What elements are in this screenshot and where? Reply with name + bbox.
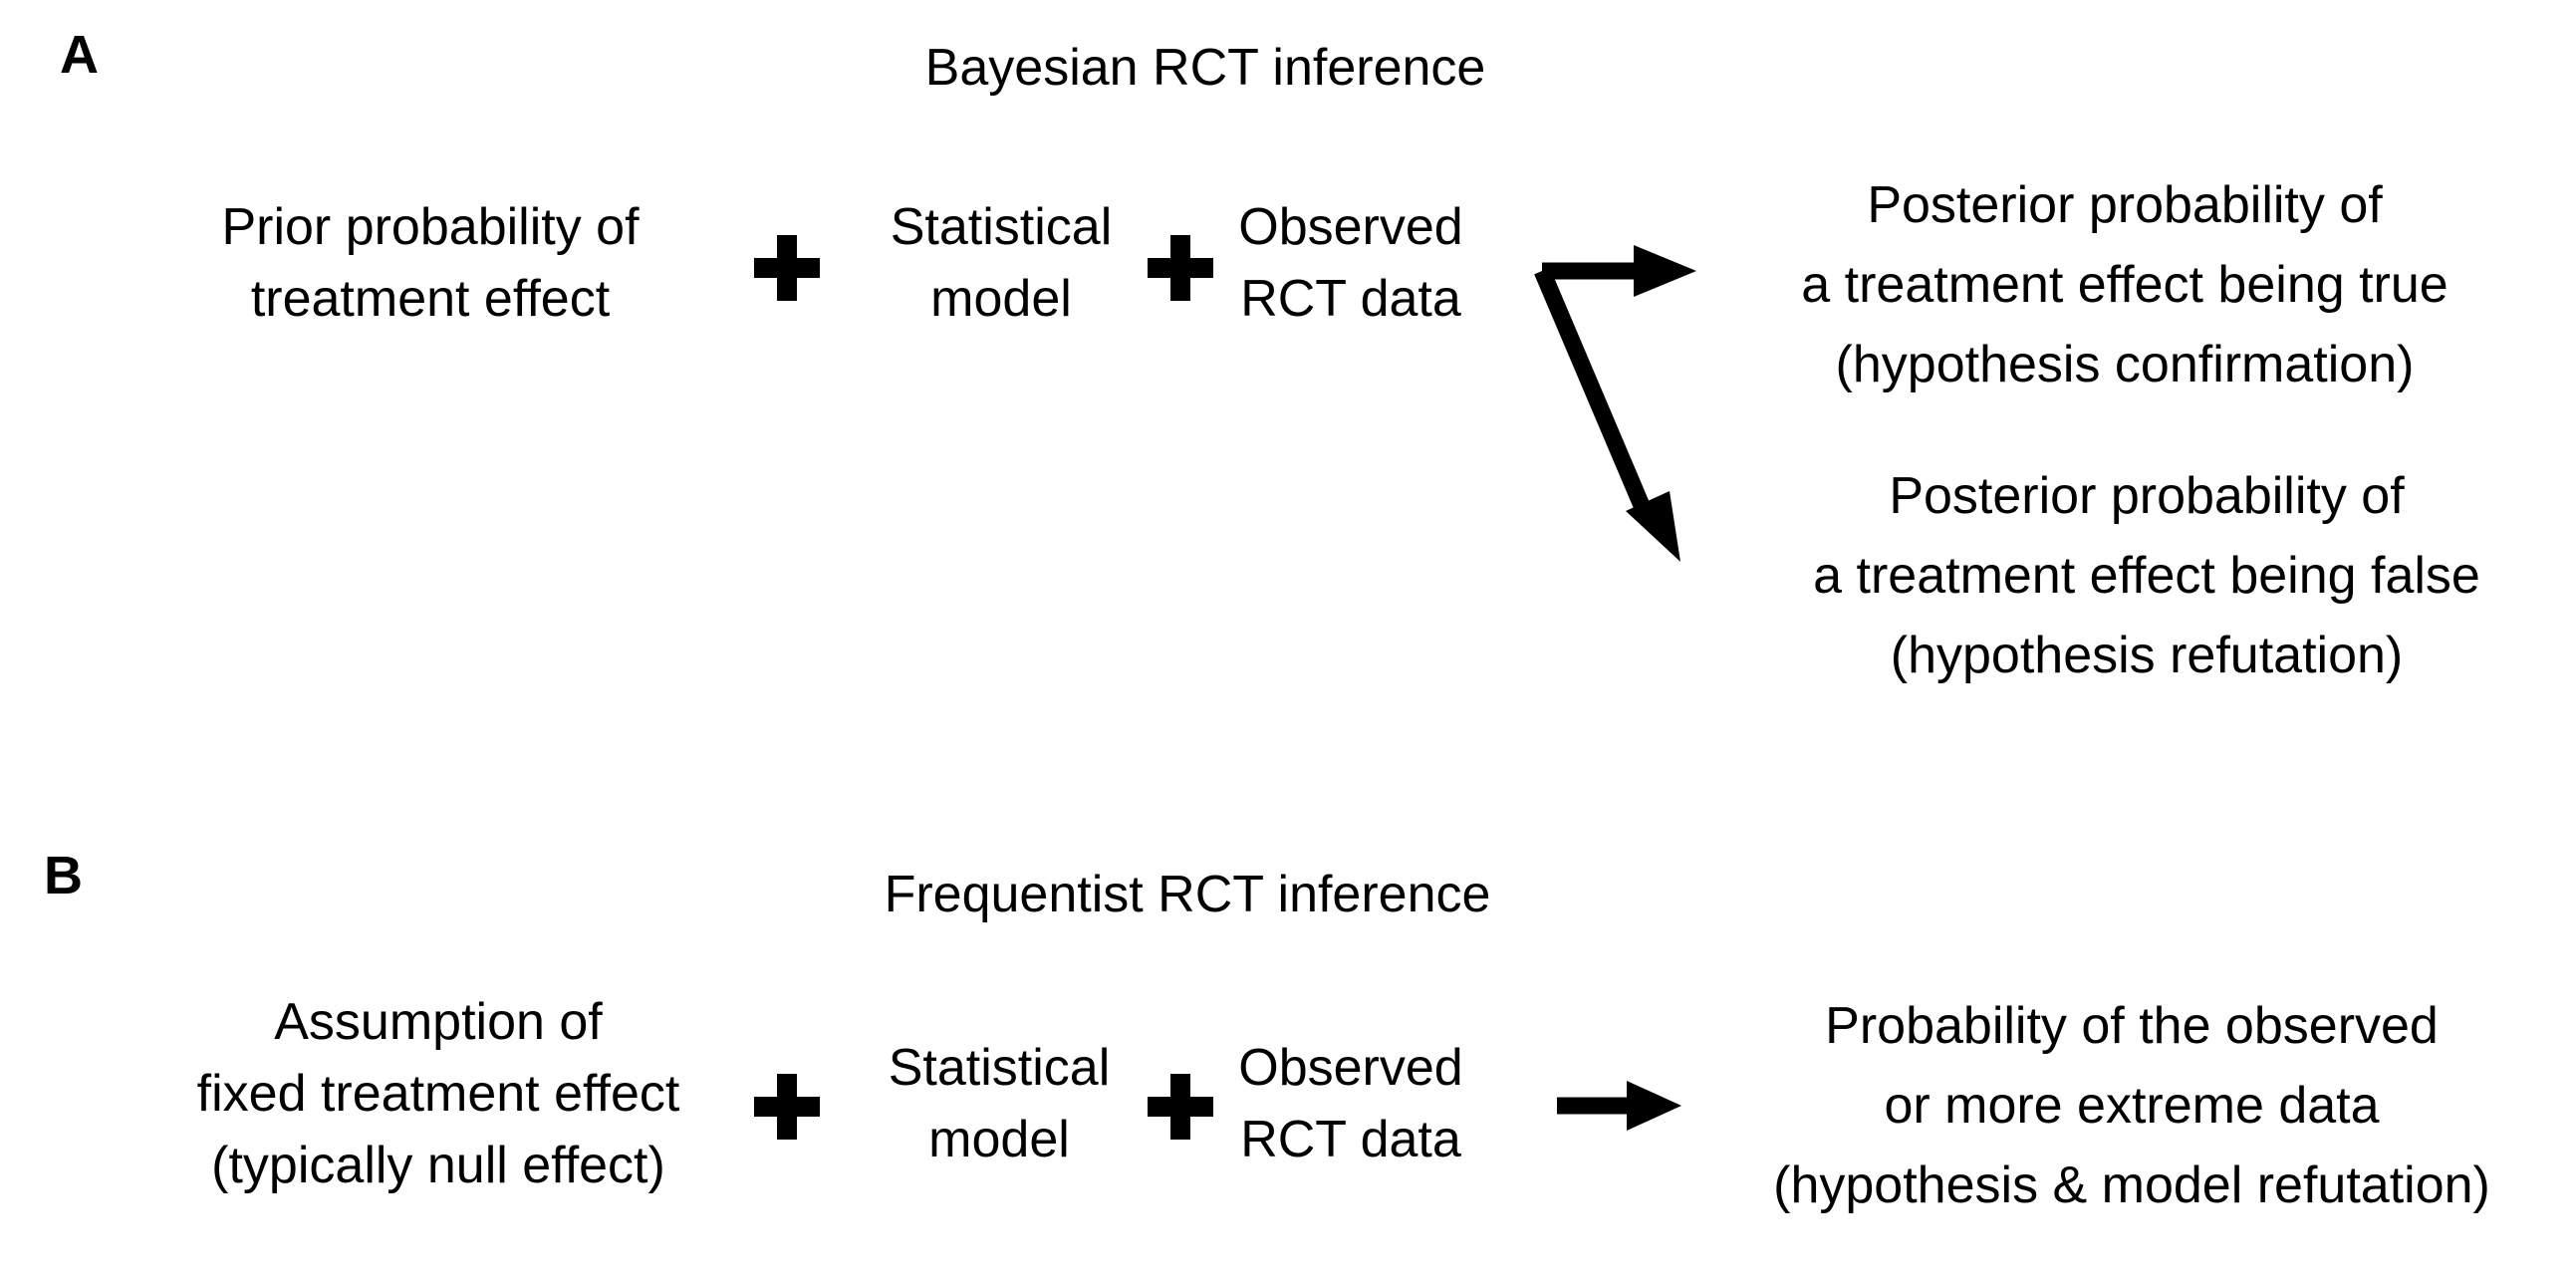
plus-icon <box>754 1074 820 1140</box>
plus-icon-vertical-bar <box>1170 1074 1190 1140</box>
node-statistical-model-a-line-2: model <box>930 270 1072 328</box>
node-assumption-fixed-effect: Assumption of fixed treatment effect (ty… <box>197 986 680 1201</box>
outcome-posterior-true-line-2: a treatment effect being true <box>1801 256 2448 314</box>
outcome-posterior-false-line-1: Posterior probability of <box>1889 467 2405 525</box>
outcome-probability-observed: Probability of the observed or more extr… <box>1773 986 2490 1225</box>
plus-icon <box>754 235 820 301</box>
panel-a-letter: A <box>60 25 99 85</box>
node-observed-rct-data-b: Observed RCT data <box>1238 1032 1462 1175</box>
node-statistical-model-b-line-2: model <box>928 1111 1070 1168</box>
outcome-posterior-false-line-3: (hypothesis refutation) <box>1890 627 2404 684</box>
node-observed-rct-data-b-line-1: Observed <box>1238 1039 1463 1097</box>
node-observed-rct-data-a-line-1: Observed <box>1238 198 1463 256</box>
arrow-b-to-pvalue <box>1557 1081 1681 1131</box>
node-observed-rct-data-a: Observed RCT data <box>1238 191 1462 335</box>
outcome-probability-observed-line-1: Probability of the observed <box>1825 997 2439 1055</box>
outcome-posterior-false: Posterior probability of a treatment eff… <box>1813 456 2480 695</box>
node-statistical-model-b: Statistical model <box>889 1032 1111 1175</box>
arrow-a-to-true <box>1542 245 1696 297</box>
node-prior-line-2: treatment effect <box>250 270 611 328</box>
plus-icon-vertical-bar <box>777 1074 797 1140</box>
plus-icon <box>1148 1074 1213 1140</box>
outcome-probability-observed-line-3: (hypothesis & model refutation) <box>1773 1156 2490 1214</box>
node-observed-rct-data-b-line-2: RCT data <box>1240 1111 1461 1168</box>
panel-b-title-line: Frequentist RCT inference <box>884 866 1491 923</box>
outcome-posterior-true-line-1: Posterior probability of <box>1867 176 2383 234</box>
outcome-posterior-false-line-2: a treatment effect being false <box>1813 547 2480 605</box>
outcome-probability-observed-line-2: or more extreme data <box>1884 1077 2380 1135</box>
panel-a-title: Bayesian RCT inference <box>925 38 1486 98</box>
node-statistical-model-a: Statistical model <box>891 191 1113 335</box>
node-statistical-model-a-line-1: Statistical <box>890 198 1113 256</box>
outcome-posterior-true: Posterior probability of a treatment eff… <box>1801 165 2447 404</box>
plus-icon <box>1148 235 1213 301</box>
plus-icon-vertical-bar <box>777 235 797 301</box>
panel-b-letter: B <box>44 846 83 905</box>
node-assumption-line-2: fixed treatment effect <box>196 1065 680 1123</box>
panel-b-title: Frequentist RCT inference <box>885 865 1491 924</box>
plus-icon-vertical-bar <box>1170 235 1190 301</box>
arrow-a-to-false <box>1534 267 1680 562</box>
node-statistical-model-b-line-1: Statistical <box>888 1039 1111 1097</box>
panel-a-title-line: Bayesian RCT inference <box>924 39 1486 97</box>
node-assumption-line-1: Assumption of <box>274 993 603 1051</box>
node-assumption-line-3: (typically null effect) <box>211 1137 665 1194</box>
outcome-posterior-true-line-3: (hypothesis confirmation) <box>1835 336 2415 393</box>
node-observed-rct-data-a-line-2: RCT data <box>1240 270 1461 328</box>
node-prior-line-1: Prior probability of <box>221 198 640 256</box>
node-prior-probability: Prior probability of treatment effect <box>221 191 639 335</box>
